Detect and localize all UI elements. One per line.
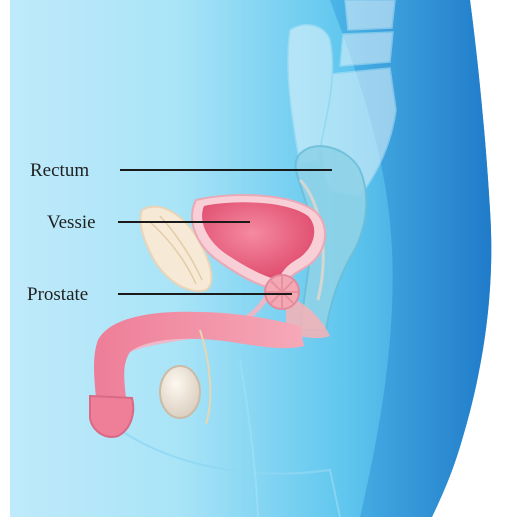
- leader-rectum: [120, 169, 332, 171]
- leader-vessie: [118, 221, 250, 223]
- label-rectum: Rectum: [30, 161, 89, 180]
- leader-prostate: [118, 293, 292, 295]
- label-vessie: Vessie: [47, 213, 96, 232]
- label-prostate: Prostate: [27, 285, 88, 304]
- prostate-organ: [265, 275, 299, 309]
- testis: [160, 366, 200, 418]
